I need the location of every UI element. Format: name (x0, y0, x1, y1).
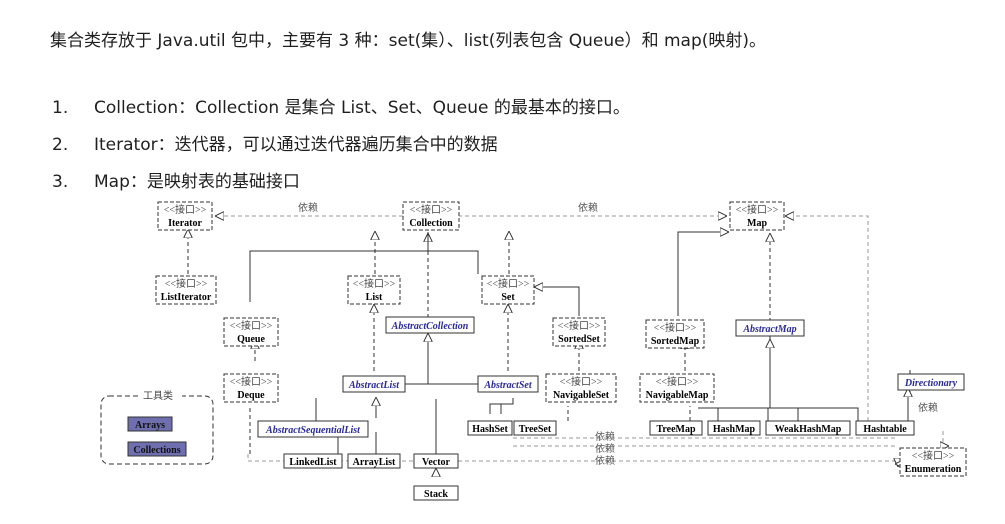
node-abstract-sequential-list: AbstractSequentialList (257, 420, 369, 438)
node-list-iterator: <<接口>> ListIterator (155, 275, 217, 305)
node-label: AbstractList (348, 380, 400, 391)
node-navigable-set: <<接口>> NavigableSet (545, 373, 617, 403)
stereotype-label: <<接口>> (165, 277, 208, 290)
node-label: Collection (409, 218, 453, 229)
node-label: WeakHashMap (775, 424, 842, 435)
depends-label: 依赖 (298, 201, 318, 214)
stereotype-label: <<接口>> (353, 277, 396, 290)
node-label: SortedSet (558, 334, 600, 345)
node-label: LinkedList (289, 457, 337, 468)
node-sorted-set: <<接口>> SortedSet (552, 317, 606, 347)
node-label: SortedMap (651, 336, 700, 347)
node-hash-map: HashMap (707, 420, 761, 436)
node-label: HashSet (472, 424, 508, 435)
node-label: Set (501, 292, 515, 303)
node-label: Hashtable (863, 424, 907, 435)
node-stack: Stack (413, 485, 459, 501)
node-label: Directionary (904, 378, 958, 389)
node-label: NavigableMap (646, 390, 709, 401)
tools-panel: 工具类 Arrays Collections (100, 389, 214, 465)
summary-list: 1. Collection：Collection 是集合 List、Set、Que… (52, 96, 630, 207)
node-enumeration: <<接口>> Enumeration (899, 447, 967, 477)
stereotype-label: <<接口>> (656, 375, 699, 388)
node-array-list: ArrayList (347, 453, 401, 469)
depends-label: 依赖 (578, 201, 598, 214)
list-item: 1. Collection：Collection 是集合 List、Set、Que… (52, 96, 630, 133)
node-label: Collections (133, 445, 180, 456)
stereotype-label: <<接口>> (560, 375, 603, 388)
node-iterator: <<接口>> Iterator (157, 201, 213, 231)
stereotype-label: <<接口>> (487, 277, 530, 290)
node-label: ArrayList (353, 457, 396, 468)
stereotype-label: <<接口>> (230, 319, 273, 332)
item-text: Iterator：迭代器，可以通过迭代器遍历集合中的数据 (94, 135, 498, 155)
list-item: 2. Iterator：迭代器，可以通过迭代器遍历集合中的数据 (52, 133, 630, 170)
depends-label: 依赖 (918, 401, 938, 414)
node-label: Stack (424, 489, 448, 500)
node-label: Vector (422, 457, 451, 468)
node-deque: <<接口>> Deque (223, 373, 279, 403)
item-number: 1. (52, 98, 69, 118)
node-vector: Vector (413, 453, 459, 469)
item-number: 3. (52, 172, 69, 192)
node-set: <<接口>> Set (481, 275, 535, 305)
stereotype-label: <<接口>> (558, 319, 601, 332)
node-label: AbstractSet (483, 380, 532, 391)
node-navigable-map: <<接口>> NavigableMap (639, 373, 715, 403)
node-queue: <<接口>> Queue (223, 317, 279, 347)
stereotype-label: <<接口>> (230, 375, 273, 388)
node-linked-list: LinkedList (283, 453, 343, 469)
node-collection: <<接口>> Collection (402, 201, 460, 231)
node-hash-set: HashSet (467, 420, 513, 436)
node-label: List (366, 292, 383, 303)
node-label: HashMap (713, 424, 756, 435)
stereotype-label: <<接口>> (410, 203, 453, 216)
node-label: AbstractCollection (391, 321, 469, 332)
node-abstract-collection: AbstractCollection (385, 316, 475, 334)
node-sorted-map: <<接口>> SortedMap (645, 319, 705, 349)
intro-paragraph: 集合类存放于 Java.util 包中，主要有 3 种：set(集）、list(… (50, 31, 767, 51)
item-text: Map：是映射表的基础接口 (94, 172, 300, 192)
node-tree-set: TreeSet (513, 420, 557, 436)
tools-label: 工具类 (143, 389, 173, 402)
node-collections: Collections (127, 441, 187, 457)
node-map: <<接口>> Map (729, 201, 785, 231)
node-hashtable: Hashtable (855, 420, 915, 436)
node-abstract-map: AbstractMap (735, 319, 805, 337)
node-label: Map (747, 218, 767, 229)
node-label: TreeSet (519, 424, 552, 435)
node-tree-map: TreeMap (649, 420, 703, 436)
stereotype-label: <<接口>> (164, 203, 207, 216)
node-weak-hash-map: WeakHashMap (765, 420, 851, 436)
depends-label: 依赖 (595, 430, 615, 443)
collection-class-diagram: <<接口>> Iterator 依赖 <<接口>> Collection 依赖 … (100, 201, 967, 501)
stereotype-label: <<接口>> (912, 449, 955, 462)
node-arrays: Arrays (127, 416, 173, 432)
node-dictionary: Directionary (897, 373, 965, 391)
node-label: Enumeration (905, 464, 962, 475)
stereotype-label: <<接口>> (654, 321, 697, 334)
depends-label: 依赖 (595, 454, 615, 467)
node-label: AbstractMap (742, 324, 796, 335)
node-label: ListIterator (161, 292, 212, 303)
list-item: 3. Map：是映射表的基础接口 (52, 170, 630, 207)
node-label: NavigableSet (553, 390, 610, 401)
node-list: <<接口>> List (347, 275, 401, 305)
stereotype-label: <<接口>> (736, 203, 779, 216)
node-label: Deque (237, 390, 265, 401)
node-label: Arrays (135, 420, 165, 431)
node-abstract-set: AbstractSet (477, 375, 539, 393)
node-label: Queue (237, 334, 265, 345)
item-text: Collection：Collection 是集合 List、Set、Queue… (94, 98, 630, 118)
node-label: TreeMap (656, 424, 696, 435)
depends-label: 依赖 (595, 442, 615, 455)
node-label: AbstractSequentialList (265, 425, 361, 436)
item-number: 2. (52, 135, 69, 155)
node-label: Iterator (168, 218, 202, 229)
node-abstract-list: AbstractList (342, 375, 406, 393)
